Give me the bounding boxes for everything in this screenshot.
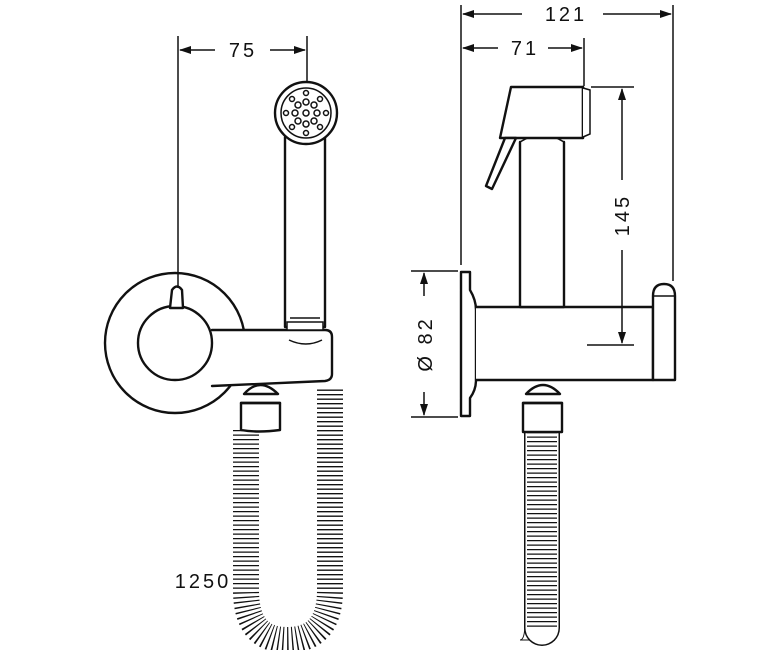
front-holder-curve: [288, 339, 323, 345]
front-hose: [231, 388, 345, 650]
dim-82: Ø 82: [411, 270, 458, 418]
dim-121-label: 121: [545, 4, 587, 26]
front-valve-knob: [136, 304, 214, 382]
front-spray-handle: [283, 135, 327, 329]
front-view: 75 1250: [103, 36, 345, 650]
side-trigger-lever: [484, 136, 518, 191]
dim-75-label: 75: [229, 40, 257, 62]
dim-145-label: 145: [612, 194, 634, 236]
side-rear-cap: [651, 282, 677, 382]
side-view: 121 71 145 Ø 82: [411, 4, 677, 646]
front-holder-body: [210, 328, 334, 388]
dim-71-label: 71: [511, 38, 539, 60]
front-spray-face: [273, 80, 339, 146]
side-hose-elbow: [524, 383, 562, 396]
side-spray-head: [498, 85, 585, 140]
side-wall-flange: [459, 270, 478, 418]
front-hose-elbow: [242, 383, 280, 396]
side-hose: [519, 414, 560, 646]
side-holder-body: [474, 305, 655, 382]
dim-121: 121: [460, 4, 674, 281]
dim-75: 75: [177, 36, 308, 288]
dim-145: 145: [587, 86, 634, 346]
side-hose-nut: [521, 401, 564, 434]
dim-82-label: Ø 82: [415, 316, 437, 371]
side-spray-handle: [518, 140, 566, 309]
dim-71: 71: [462, 38, 585, 86]
front-hose-nut: [239, 401, 282, 433]
hose-length-label: 1250: [175, 571, 232, 593]
front-valve-lever: [168, 285, 185, 310]
